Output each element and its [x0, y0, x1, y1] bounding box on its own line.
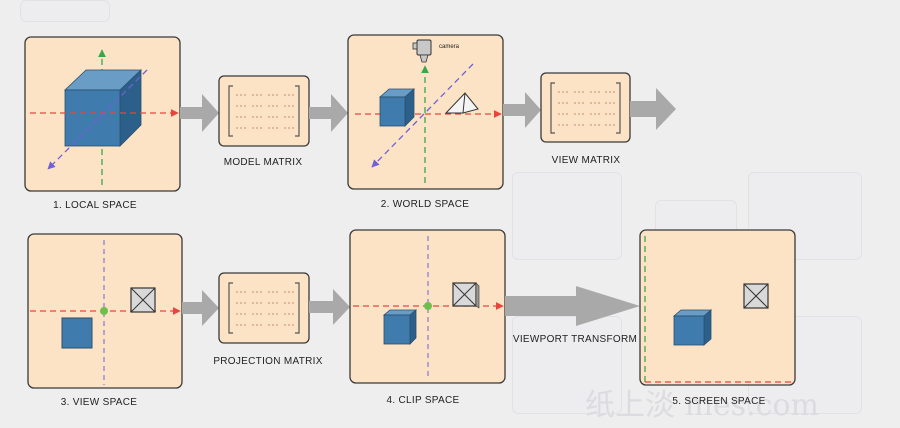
object-box-crossed [452, 282, 480, 309]
flow-arrow [309, 289, 350, 325]
flow-arrow [309, 94, 348, 132]
object-cube [61, 317, 93, 349]
object-box-crossed [130, 287, 156, 313]
clip-space-panel [349, 229, 506, 384]
screen-space-caption: 5. SCREEN SPACE [672, 396, 766, 407]
z-axis [47, 69, 148, 170]
view-matrix-box [540, 72, 631, 143]
object-pyramid [444, 92, 479, 114]
world-space-caption: 2. WORLD SPACE [380, 199, 470, 210]
screen-space-panel [639, 229, 796, 386]
object-box-crossed [743, 283, 769, 309]
clip-space-caption: 4. CLIP SPACE [386, 395, 460, 406]
object-cube [673, 315, 705, 346]
view-matrix-caption: VIEW MATRIX [551, 155, 621, 166]
origin-point [100, 307, 108, 315]
watermark: 纸上淡 mes.com [585, 388, 819, 423]
object-cube [379, 96, 406, 127]
camera-label: camera [439, 44, 460, 50]
model-matrix-box [218, 75, 310, 147]
camera-icon [412, 39, 432, 63]
world-space-panel: camera [347, 34, 504, 190]
view-space-caption: 3. VIEW SPACE [60, 397, 138, 408]
flow-arrow [630, 88, 676, 130]
cube-front [64, 89, 121, 147]
viewport-transform-arrow [505, 286, 640, 326]
model-matrix-caption: MODEL MATRIX [223, 157, 303, 168]
background-panel [512, 172, 622, 260]
flow-arrow [180, 94, 219, 132]
projection-matrix-caption: PROJECTION MATRIX [213, 356, 323, 367]
view-space-panel [27, 233, 183, 389]
local-space-panel [24, 36, 181, 192]
object-cube [383, 314, 411, 345]
flow-arrow [503, 92, 541, 128]
local-space-caption: 1. LOCAL SPACE [53, 200, 137, 211]
projection-matrix-box [218, 272, 310, 344]
background-panel [20, 0, 110, 22]
flow-arrow [182, 290, 219, 326]
viewport-transform-caption: VIEWPORT TRANSFORM [512, 334, 638, 345]
z-axis [371, 63, 474, 168]
origin-point [424, 302, 432, 310]
background-panel [512, 316, 622, 414]
